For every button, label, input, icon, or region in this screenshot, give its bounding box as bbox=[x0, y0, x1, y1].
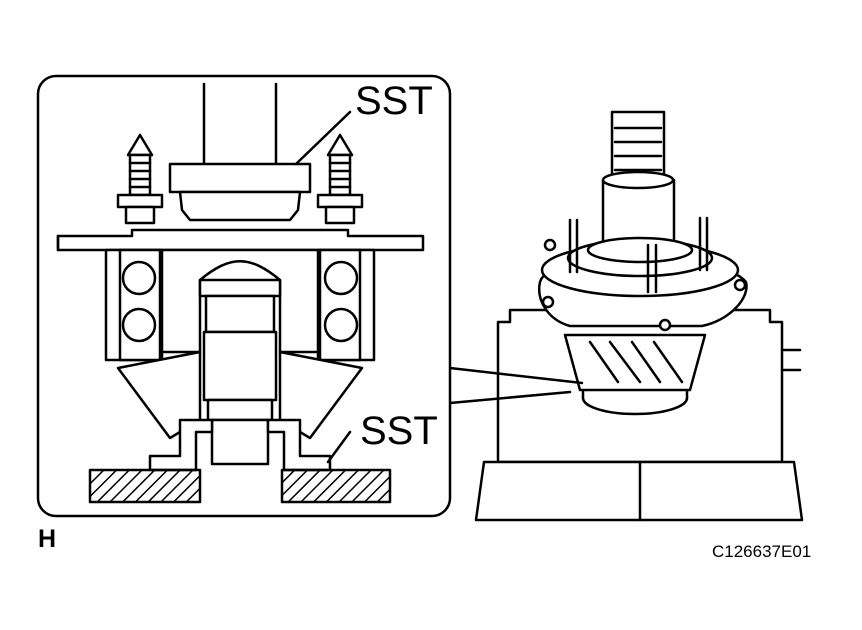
corner-letter: H bbox=[38, 525, 56, 553]
bench-left bbox=[88, 468, 202, 504]
upper-sst-tool bbox=[168, 162, 312, 194]
figure-code: C126637E01 bbox=[712, 542, 811, 561]
bearing-left bbox=[104, 248, 164, 362]
hub-assembly bbox=[538, 216, 748, 416]
leader-sst-top bbox=[294, 110, 352, 166]
lower-sst-right bbox=[266, 418, 332, 472]
press-scene bbox=[474, 110, 804, 522]
callout-line-upper bbox=[448, 366, 584, 385]
label-sst-bottom: SST bbox=[360, 409, 438, 453]
hub-bolt-right bbox=[316, 133, 364, 225]
label-sst-top: SST bbox=[355, 79, 433, 123]
inset-cross-section bbox=[56, 82, 425, 504]
bearing-right bbox=[316, 248, 376, 362]
bench-right bbox=[280, 468, 392, 504]
callout-line-lower bbox=[448, 390, 572, 405]
lower-sst-left bbox=[148, 418, 214, 472]
leader-sst-bottom bbox=[326, 430, 352, 464]
hub-bolt-left bbox=[116, 133, 164, 225]
